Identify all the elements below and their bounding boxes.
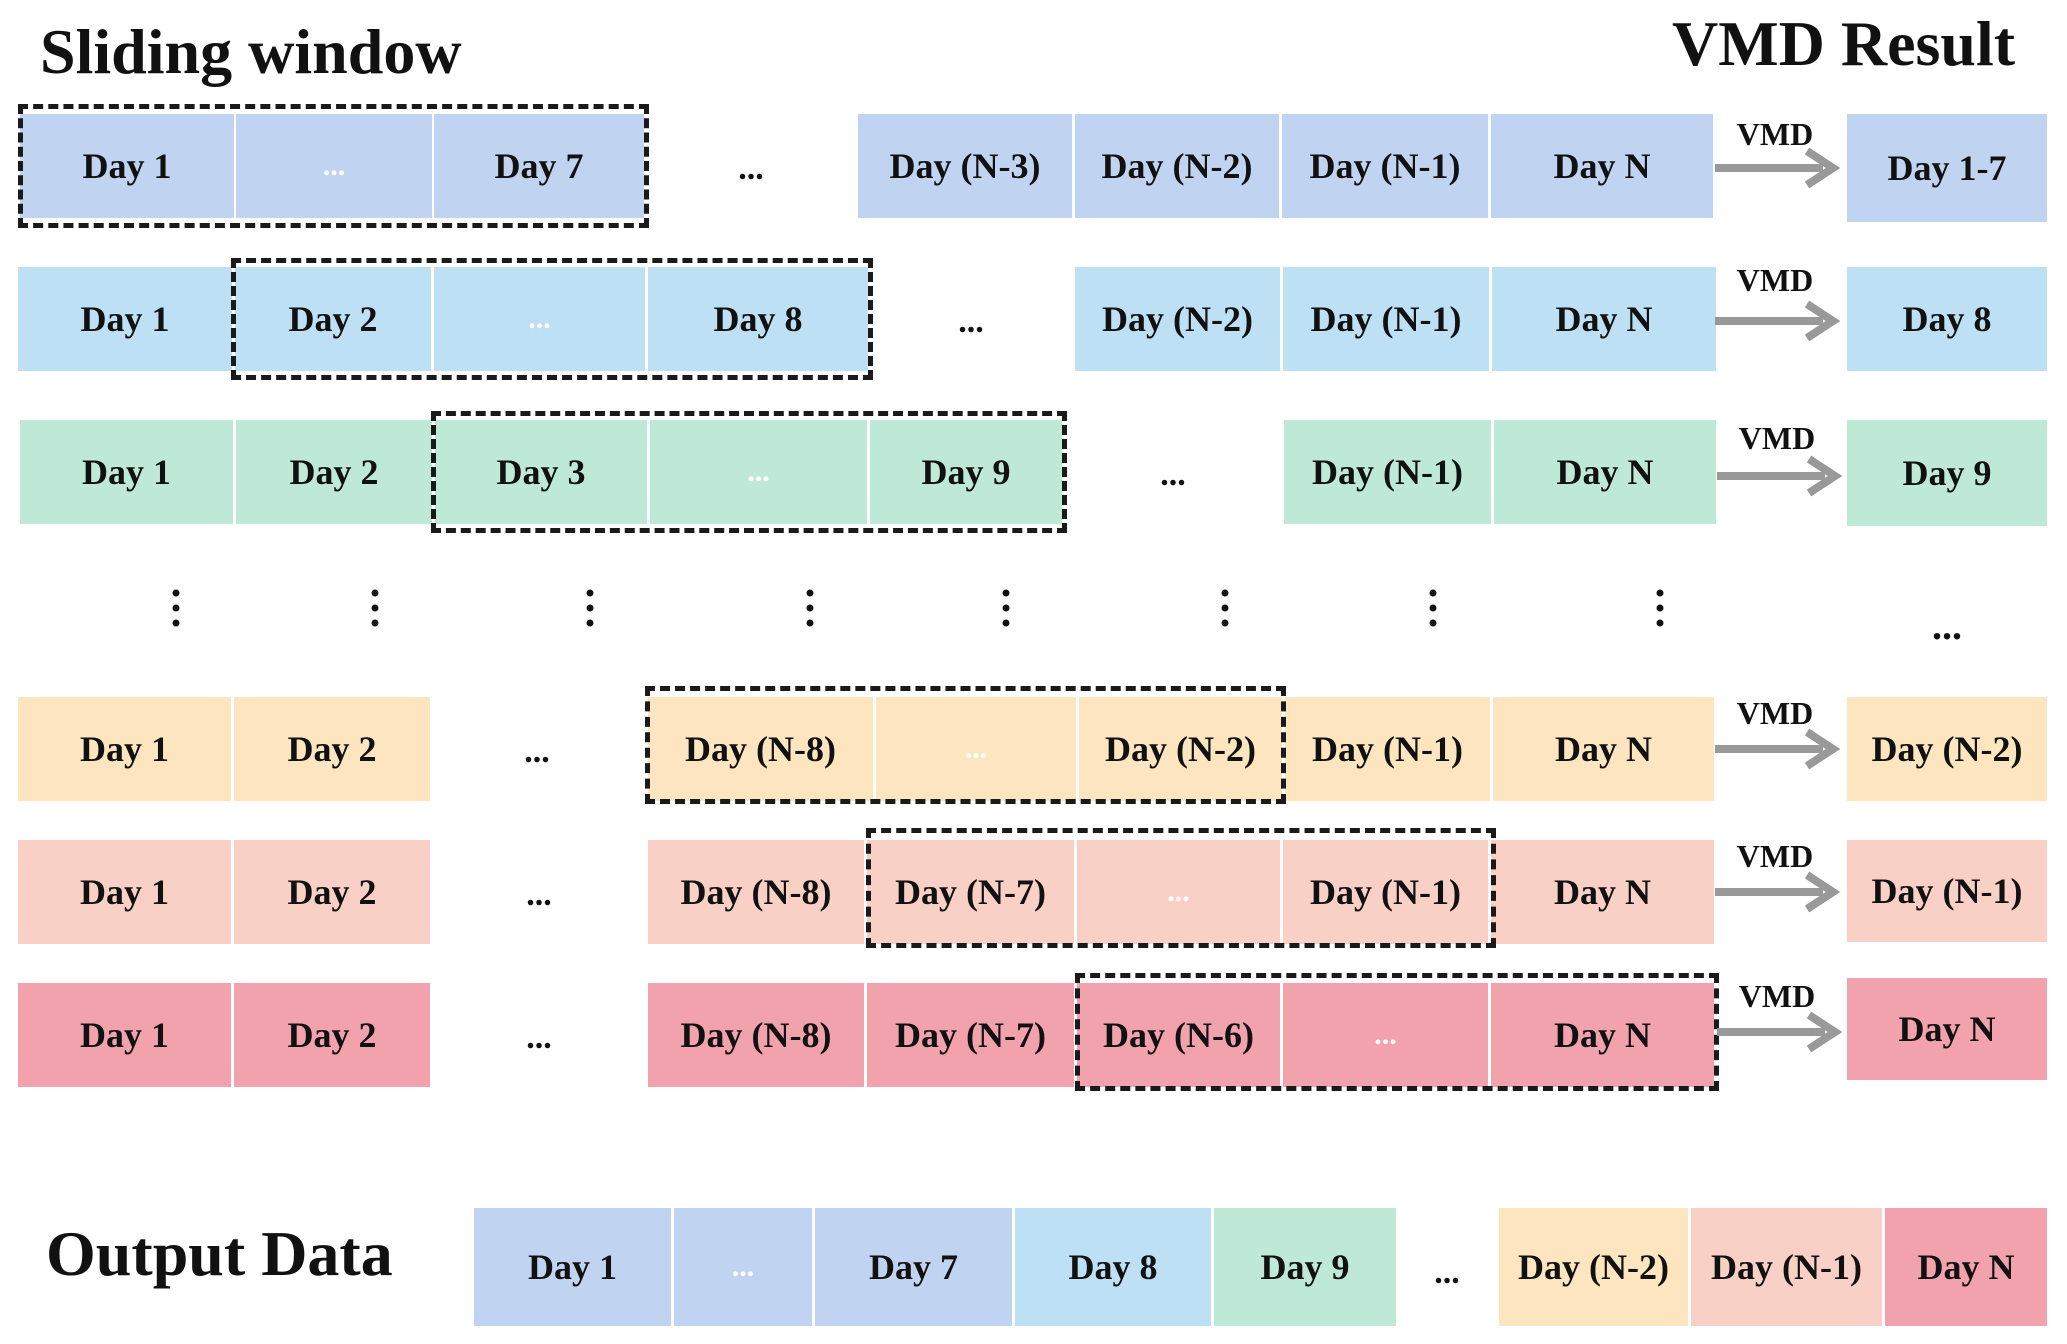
row-4-cell-day-2: Day 2 — [234, 697, 430, 801]
sliding-window-title: Sliding window — [40, 16, 462, 87]
row-3-result: Day 9 — [1847, 420, 2047, 526]
row-3-vmd-label: VMD — [1738, 420, 1816, 456]
row-1-cell-day-n: Day N — [1491, 114, 1713, 218]
output-cell-day-n: Day N — [1885, 1208, 2047, 1326]
row-5-cell-day-n-8: Day (N-8) — [648, 840, 864, 944]
output-cell-day-1: Day 1 — [474, 1208, 671, 1326]
row-5-gap-ellipsis: ... — [526, 876, 552, 913]
row-5-cell-day-1: Day 1 — [18, 840, 231, 944]
row-4-result: Day (N-2) — [1847, 697, 2047, 801]
row-3-cell-day-9: Day 9 — [870, 420, 1062, 524]
row-4-vmd-arrow — [1715, 728, 1841, 770]
row-4-cell-day-n-2: Day (N-2) — [1079, 697, 1282, 801]
row-2-cell-ellipsis: ... — [434, 267, 645, 371]
row-2-result: Day 8 — [1847, 267, 2047, 371]
vertical-ellipsis-1 — [172, 589, 180, 627]
row-5-vmd-arrow — [1715, 871, 1841, 913]
row-6-vmd-label: VMD — [1738, 978, 1816, 1014]
row-3-gap-ellipsis: ... — [1160, 456, 1186, 493]
row-2-vmd-label: VMD — [1736, 262, 1814, 298]
row-6-cell-ellipsis: ... — [1283, 983, 1488, 1087]
row-3-cell-day-n-1: Day (N-1) — [1284, 420, 1491, 524]
row-3-sliding-window — [431, 411, 1067, 533]
row-3-cell-day-1: Day 1 — [20, 420, 233, 524]
row-2-cell-day-n-1: Day (N-1) — [1283, 267, 1489, 371]
row-1-result: Day 1-7 — [1847, 114, 2047, 222]
row-4-cell-day-n-8: Day (N-8) — [648, 697, 873, 801]
row-5-cell-ellipsis: ... — [1077, 840, 1280, 944]
row-5-cell-day-n-7: Day (N-7) — [867, 840, 1074, 944]
row-1-cell-day-n-3: Day (N-3) — [858, 114, 1072, 218]
row-6-cell-day-n-7: Day (N-7) — [867, 983, 1074, 1087]
row-3-cell-day-2: Day 2 — [236, 420, 432, 524]
vertical-ellipsis-6 — [1221, 589, 1229, 627]
row-4-gap-ellipsis: ... — [524, 733, 550, 770]
output-cell-day-n-1: Day (N-1) — [1691, 1208, 1882, 1326]
row-6-cell-day-n-6: Day (N-6) — [1077, 983, 1280, 1087]
vertical-ellipsis-2 — [371, 589, 379, 627]
vertical-ellipsis-7 — [1429, 589, 1437, 627]
row-4-cell-day-n-1: Day (N-1) — [1285, 697, 1490, 801]
row-3-vmd-arrow — [1717, 455, 1843, 497]
row-2-cell-day-1: Day 1 — [18, 267, 232, 371]
output-cell-ellipsis: ... — [674, 1208, 812, 1326]
output-data-title: Output Data — [46, 1218, 393, 1289]
row-1-vmd-label: VMD — [1736, 116, 1814, 152]
output-gap-ellipsis: ... — [1434, 1254, 1460, 1291]
row-1-cell-ellipsis: ... — [236, 114, 432, 218]
row-1-sliding-window — [18, 104, 649, 228]
output-cell-day-8: Day 8 — [1015, 1208, 1211, 1326]
row-6-cell-day-1: Day 1 — [18, 983, 231, 1087]
row-1-cell-day-7: Day 7 — [434, 114, 644, 218]
row-6-cell-day-2: Day 2 — [234, 983, 430, 1087]
vmd-result-title: VMD Result — [1672, 8, 2016, 79]
row-1-cell-day-n-2: Day (N-2) — [1075, 114, 1279, 218]
vertical-ellipsis-3 — [586, 589, 594, 627]
row-4-cell-day-1: Day 1 — [18, 697, 231, 801]
row-5-cell-day-2: Day 2 — [234, 840, 430, 944]
row-5-result: Day (N-1) — [1847, 840, 2047, 942]
row-6-vmd-arrow — [1717, 1011, 1843, 1053]
row-2-cell-day-n: Day N — [1492, 267, 1716, 371]
result-column-ellipsis: ... — [1932, 603, 1962, 648]
row-5-vmd-label: VMD — [1736, 838, 1814, 874]
row-2-gap-ellipsis: ... — [958, 303, 984, 340]
row-6-cell-day-n-8: Day (N-8) — [648, 983, 864, 1087]
row-2-cell-day-n-2: Day (N-2) — [1075, 267, 1280, 371]
row-1-vmd-arrow — [1715, 147, 1841, 189]
output-cell-day-n-2: Day (N-2) — [1499, 1208, 1688, 1326]
row-4-vmd-label: VMD — [1736, 695, 1814, 731]
row-2-sliding-window — [231, 258, 873, 380]
row-6-cell-day-n: Day N — [1491, 983, 1714, 1087]
vertical-ellipsis-4 — [806, 589, 814, 627]
row-1-gap-ellipsis: ... — [738, 150, 764, 187]
row-4-sliding-window — [645, 686, 1286, 804]
row-6-gap-ellipsis: ... — [526, 1019, 552, 1056]
row-5-cell-day-n-1: Day (N-1) — [1283, 840, 1488, 944]
output-cell-day-7: Day 7 — [815, 1208, 1012, 1326]
row-3-cell-day-n: Day N — [1494, 420, 1716, 524]
row-3-cell-day-3: Day 3 — [435, 420, 647, 524]
row-5-cell-day-n: Day N — [1491, 840, 1714, 944]
row-5-sliding-window — [866, 828, 1496, 948]
row-3-cell-ellipsis: ... — [650, 420, 867, 524]
vertical-ellipsis-5 — [1002, 589, 1010, 627]
row-6-sliding-window — [1075, 973, 1719, 1091]
row-1-cell-day-n-1: Day (N-1) — [1282, 114, 1488, 218]
row-6-result: Day N — [1847, 978, 2047, 1080]
output-cell-day-9: Day 9 — [1214, 1208, 1396, 1326]
row-4-cell-day-n: Day N — [1493, 697, 1714, 801]
row-4-cell-ellipsis: ... — [876, 697, 1076, 801]
row-2-vmd-arrow — [1715, 300, 1841, 342]
row-2-cell-day-2: Day 2 — [235, 267, 431, 371]
row-1-cell-day-1: Day 1 — [20, 114, 234, 218]
vertical-ellipsis-8 — [1656, 589, 1664, 627]
row-2-cell-day-8: Day 8 — [648, 267, 868, 371]
